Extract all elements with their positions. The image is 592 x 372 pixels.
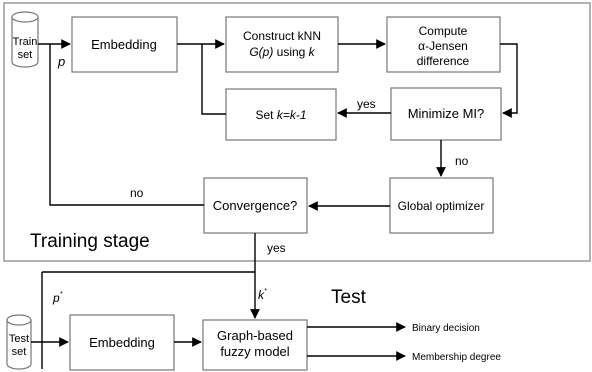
embedding-label: Embedding: [91, 37, 157, 52]
test-set-label-line2: set: [12, 346, 27, 358]
binary-decision-label: Binary decision: [412, 323, 480, 334]
construct-gp: G(p): [249, 45, 273, 59]
compute-jensen-box: [386, 16, 501, 73]
train-set-label-line2: set: [18, 49, 33, 61]
arrow-compute-to-minimize: [500, 43, 518, 118]
p-label: p: [57, 54, 65, 69]
construct-knn-box: [225, 16, 339, 73]
test-embedding-label: Embedding: [89, 335, 155, 350]
train-set-database-icon: [11, 11, 39, 68]
set-k-prefix: Set: [255, 108, 276, 122]
test-set-database-icon: [6, 314, 32, 370]
global-optimizer-box: [389, 177, 494, 234]
yes2-label: yes: [267, 241, 286, 255]
embedding-box: [71, 16, 178, 73]
yes-label: yes: [357, 97, 376, 111]
loop-setk-to-construct: [201, 44, 226, 115]
p-star-label: p*: [52, 291, 63, 305]
set-k-label: Set k=k-1: [255, 108, 306, 122]
training-stage-label: Training stage: [30, 231, 150, 252]
fuzzy-model-line1: Graph-based: [217, 328, 293, 343]
construct-using: using: [273, 45, 308, 59]
construct-knn-line2: G(p) using k: [249, 45, 315, 59]
loop-convergence-to-input: [49, 44, 204, 206]
training-stage-frame: [3, 2, 591, 262]
minimize-mi-label: Minimize MI?: [408, 106, 485, 121]
global-optimizer-label: Global optimizer: [398, 199, 485, 213]
set-k-expr: k=k-1: [277, 108, 307, 122]
convergence-label: Convergence?: [213, 198, 298, 213]
compute-line3: difference: [417, 54, 470, 68]
minimize-mi-box: [390, 87, 502, 141]
test-label: Test: [331, 287, 367, 308]
no2-label: no: [130, 186, 144, 200]
set-k-box: [225, 88, 337, 141]
compute-line2: α-Jensen: [418, 39, 468, 53]
convergence-box: [203, 177, 308, 234]
test-embedding-box: [69, 314, 175, 371]
no-label: no: [455, 154, 469, 168]
train-set-label-line1: Train: [13, 36, 38, 48]
membership-degree-label: Membership degree: [412, 352, 501, 363]
fuzzy-model-box: [202, 319, 308, 371]
construct-k: k: [309, 45, 316, 59]
compute-line1: Compute: [419, 24, 468, 38]
k-star-label: k*: [258, 288, 267, 302]
construct-knn-line1: Construct kNN: [243, 29, 321, 43]
test-set-label-line1: Test: [9, 333, 29, 345]
fuzzy-model-line2: fuzzy model: [220, 344, 289, 359]
